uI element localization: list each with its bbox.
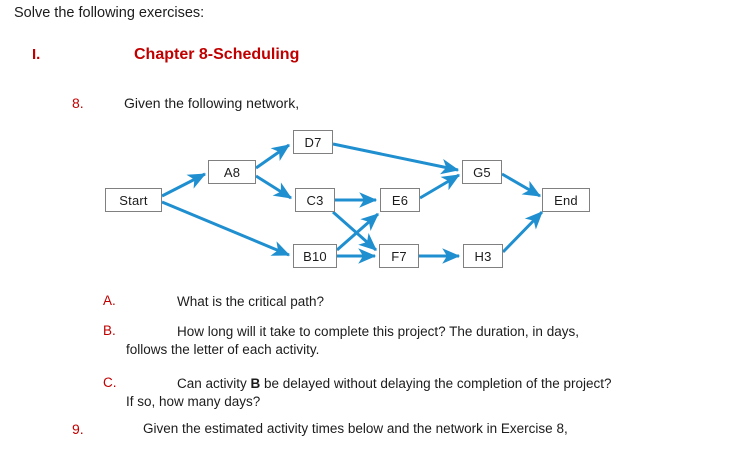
exercise-8-prompt: Given the following network,: [124, 95, 300, 111]
edge-g-end: [501, 172, 542, 198]
sub-item-c-text-part1: Can activity: [177, 376, 251, 391]
node-a8: A8: [208, 160, 256, 184]
node-start: Start: [105, 188, 162, 212]
edge-e-g: [419, 173, 461, 200]
exercise-9-prompt: Given the estimated activity times below…: [143, 421, 568, 436]
node-end: End: [542, 188, 590, 212]
sub-item-b-text-line2: follows the letter of each activity.: [126, 342, 320, 357]
edge-a-c: [255, 174, 293, 200]
sub-item-c-text-line1: Can activity B be delayed without delayi…: [177, 375, 612, 393]
edge-start-b: [161, 200, 291, 257]
edge-h-end: [501, 210, 544, 254]
network-diagram-edges: [161, 142, 544, 264]
edge-d-g: [332, 142, 460, 175]
sub-item-c-text-line2: If so, how many days?: [126, 394, 261, 409]
sub-item-b-text-line1: How long will it take to complete this p…: [177, 324, 579, 339]
intro-line: Solve the following exercises:: [14, 5, 205, 21]
edge-b-e: [336, 212, 379, 252]
exercise-9-marker: 9.: [72, 421, 84, 437]
edge-start-a: [161, 172, 207, 198]
edge-c-f: [332, 210, 377, 252]
node-h3: H3: [463, 244, 503, 268]
node-c3: C3: [295, 188, 335, 212]
sub-item-a-text: What is the critical path?: [177, 294, 325, 309]
sub-item-c-marker: C.: [103, 375, 117, 390]
exercise-8-marker: 8.: [72, 95, 84, 111]
node-d7: D7: [293, 130, 333, 154]
node-g5: G5: [462, 160, 502, 184]
node-f7: F7: [379, 244, 419, 268]
sub-item-a-marker: A.: [103, 293, 116, 308]
node-e6: E6: [380, 188, 420, 212]
network-diagram: Start A8 D7 C3 B10 E6 F7 G5 H3 End: [95, 122, 615, 280]
node-b10: B10: [293, 244, 337, 268]
edge-a-d: [255, 143, 290, 170]
chapter-title: Chapter 8-Scheduling: [134, 46, 300, 63]
sub-item-c-activity-letter: B: [250, 376, 261, 391]
section-marker: I.: [32, 46, 41, 63]
sub-item-b-marker: B.: [103, 323, 116, 338]
sub-item-c-text-part2: be delayed without delaying the completi…: [260, 376, 612, 391]
